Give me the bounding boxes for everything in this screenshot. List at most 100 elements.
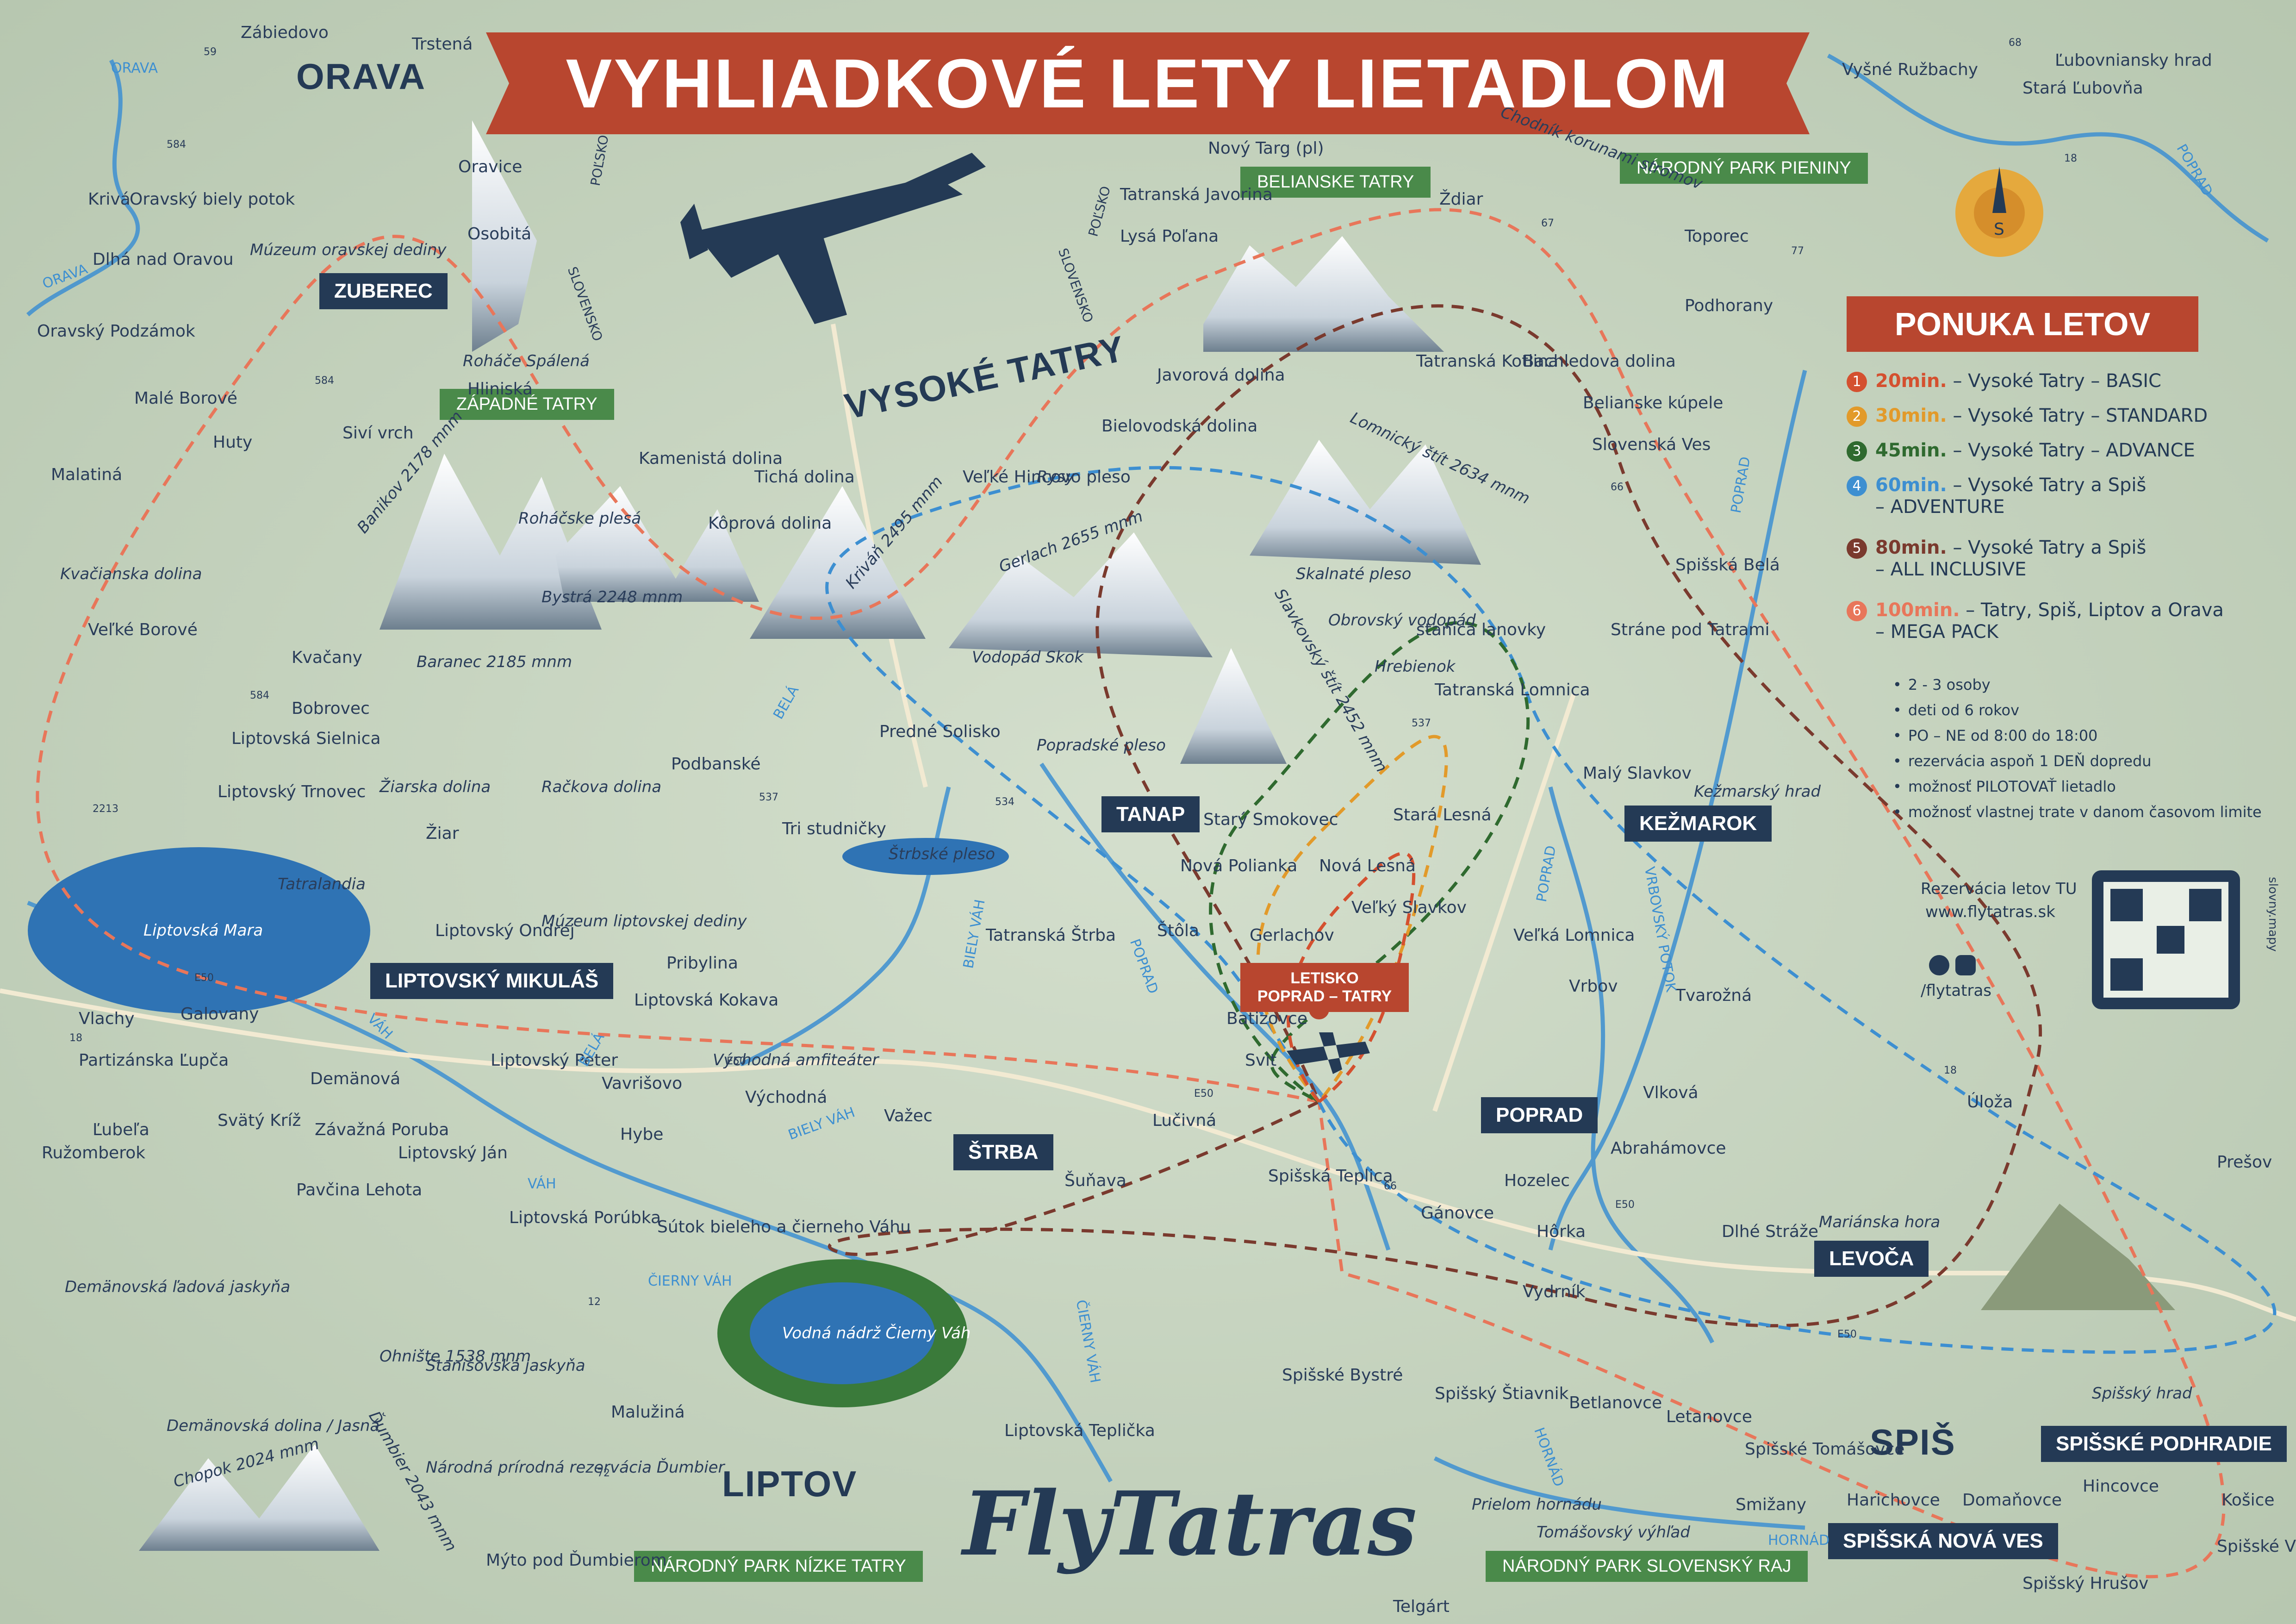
route-6 — [36, 208, 2226, 1579]
town-lysa-polana: Lysá Poľana — [1120, 227, 1219, 246]
town-velky-slavkov: Veľký Slavkov — [1351, 898, 1467, 917]
offer-number-6: 6 — [1847, 601, 1867, 621]
town-velka-lomnica: Veľká Lomnica — [1513, 926, 1635, 945]
town-label-poprad: POPRAD — [1481, 1097, 1598, 1133]
poi-ziarska-dolina: Žiarska dolina — [380, 778, 491, 796]
region-liptov: LIPTOV — [722, 1463, 858, 1504]
town-toporec: Toporec — [1685, 227, 1749, 246]
title-banner-shape — [486, 32, 1810, 134]
instagram-icon[interactable] — [1955, 955, 1976, 975]
town-gerlachov: Gerlachov — [1250, 926, 1334, 945]
town-vydrnik: Vydrník — [1523, 1282, 1586, 1301]
road-e50-e: E50 — [1837, 1329, 1857, 1340]
river-orava-1: ORAVA — [111, 60, 158, 76]
poi-demanovska-dolina: Demänovská dolina / Jasná — [167, 1417, 380, 1435]
town-label-kezmarok: KEŽMAROK — [1624, 806, 1772, 842]
route-5 — [828, 304, 2042, 1328]
town-demanova: Demänová — [310, 1069, 401, 1088]
town-abrahamovce: Abrahámovce — [1611, 1139, 1726, 1158]
town-pribylina: Pribylina — [666, 954, 738, 973]
offer-number-4: 4 — [1847, 476, 1867, 496]
town-bachledova-dolina: Bachledova dolina — [1523, 352, 1676, 371]
road-66-b: 66 — [1384, 1181, 1397, 1192]
town-horka: Hôrka — [1537, 1222, 1586, 1241]
road-77: 77 — [1791, 245, 1804, 257]
region-orava: ORAVA — [296, 56, 426, 97]
poi-hrebienok: Hrebienok — [1375, 657, 1456, 676]
town-presov: Prešov — [2217, 1153, 2272, 1172]
town-kvacany: Kvačany — [292, 648, 362, 667]
town-belianske-kupele: Belianske kúpele — [1583, 394, 1724, 412]
town-liptovska-sielnica: Liptovská Sielnica — [231, 729, 381, 748]
road-e50-d: E50 — [1615, 1199, 1635, 1211]
town-tri-studnicky: Tri studničky — [782, 819, 886, 838]
town-zabiedovo: Zábiedovo — [241, 23, 329, 42]
route-4 — [825, 466, 2277, 1354]
town-liptovsky-ondrej: Liptovský Ondrej — [435, 921, 575, 940]
river-vah-2: VÁH — [528, 1176, 556, 1192]
town-telgart: Telgárt — [1393, 1597, 1450, 1616]
poi-prielom-hornadu: Prielom hornádu — [1472, 1495, 1602, 1514]
offer-bullet-4: rezervácia aspoň 1 DEŇ dopredu — [1893, 752, 2152, 770]
mountains — [139, 120, 2175, 1551]
offer-mins-6: 100min. — [1875, 600, 1960, 621]
poi-obrovsky-vodopad: Obrovský vodopád — [1328, 611, 1476, 630]
poi-kezmarsky-hrad: Kežmarský hrad — [1694, 782, 1821, 801]
social-handle[interactable]: /flytatras — [1921, 981, 1992, 1000]
facebook-icon[interactable] — [1929, 955, 1949, 975]
town-hybe: Hybe — [620, 1125, 664, 1144]
road-59: 59 — [204, 46, 217, 58]
town-stara-lubovna: Stará Ľubovňa — [2022, 79, 2143, 98]
town-malatina: Malatiná — [51, 465, 123, 484]
poi-spissky-hrad: Spišský hrad — [2092, 1384, 2192, 1403]
town-vychodna: Východná — [745, 1088, 828, 1107]
road-66: 66 — [1611, 481, 1624, 493]
reservation-url[interactable]: www.flytatras.sk — [1925, 903, 2055, 921]
town-label-spisske-podhradie: SPIŠSKÉ PODHRADIE — [2041, 1426, 2287, 1462]
offer-mins-4: 60min. — [1875, 475, 1947, 496]
town-svit: Svit — [1245, 1051, 1277, 1070]
town-velke-borove: Veľké Borové — [88, 620, 198, 639]
road-72: 72 — [597, 1468, 610, 1479]
offer-mins-3: 45min. — [1875, 440, 1947, 461]
town-label-liptovsky-mikulas: LIPTOVSKÝ MIKULÁŠ — [370, 963, 614, 999]
town-kamenista-dolina: Kamenistá dolina — [639, 449, 783, 468]
town-spissky-hrusov: Spišský Hrušov — [2022, 1574, 2149, 1593]
town-label-spisska-nova-ves: SPIŠSKÁ NOVÁ VES — [1828, 1523, 2058, 1559]
town-tvarozna: Tvarožná — [1675, 986, 1752, 1005]
town-spisske-bystre: Spišské Bystré — [1282, 1366, 1403, 1385]
town-oravsky-biely-potok: Oravský biely potok — [130, 190, 295, 209]
road-67: 67 — [1541, 218, 1554, 229]
road-18-b: 18 — [1944, 1065, 1957, 1076]
town-liptovska-kokava: Liptovská Kokava — [634, 991, 779, 1010]
town-liptovsky-peter: Liptovský Peter — [491, 1051, 618, 1070]
poi-npr-dumbier: Národná prírodná rezervácia Ďumbier — [426, 1458, 725, 1477]
offer-bullet-5: možnosť PILOTOVAŤ lietadlo — [1893, 778, 2116, 795]
town-label-strba: ŠTRBA — [953, 1134, 1053, 1170]
offer-number-1: 1 — [1847, 372, 1867, 392]
offer-desc-1: – Vysoké Tatry – BASIC — [1947, 370, 2161, 392]
town-novy-targ: Nový Targ (pl) — [1208, 139, 1324, 158]
poi-vodopad-skok: Vodopád Skok — [972, 648, 1084, 667]
road-534: 534 — [995, 796, 1014, 808]
offer-bullet-6: možnosť vlastnej trate v danom časovom l… — [1893, 803, 2262, 821]
poi-baranec: Baranec 2185 mnm — [417, 653, 572, 671]
town-kriva: Krivá — [88, 190, 131, 209]
airport-plane-icon — [1287, 1032, 1370, 1074]
road-537-b: 537 — [1412, 718, 1431, 729]
poi-ohniste: Ohnište 1538 mnm — [380, 1347, 531, 1366]
park-label-slovensky-raj: NÁRODNÝ PARK SLOVENSKÝ RAJ — [1486, 1551, 1808, 1582]
offer-bullet-2: deti od 6 rokov — [1893, 701, 2019, 719]
town-vysne-ruzbachy: Vyšné Ružbachy — [1842, 60, 1979, 79]
park-label-belianske-tatry: BELIANSKE TATRY — [1240, 167, 1431, 198]
road-584-c: 584 — [250, 690, 269, 701]
credit-text: slovny.mapy — [2265, 877, 2280, 952]
qr-code[interactable] — [2092, 870, 2240, 1009]
town-oravsky-podzamok: Oravský Podzámok — [37, 322, 195, 341]
